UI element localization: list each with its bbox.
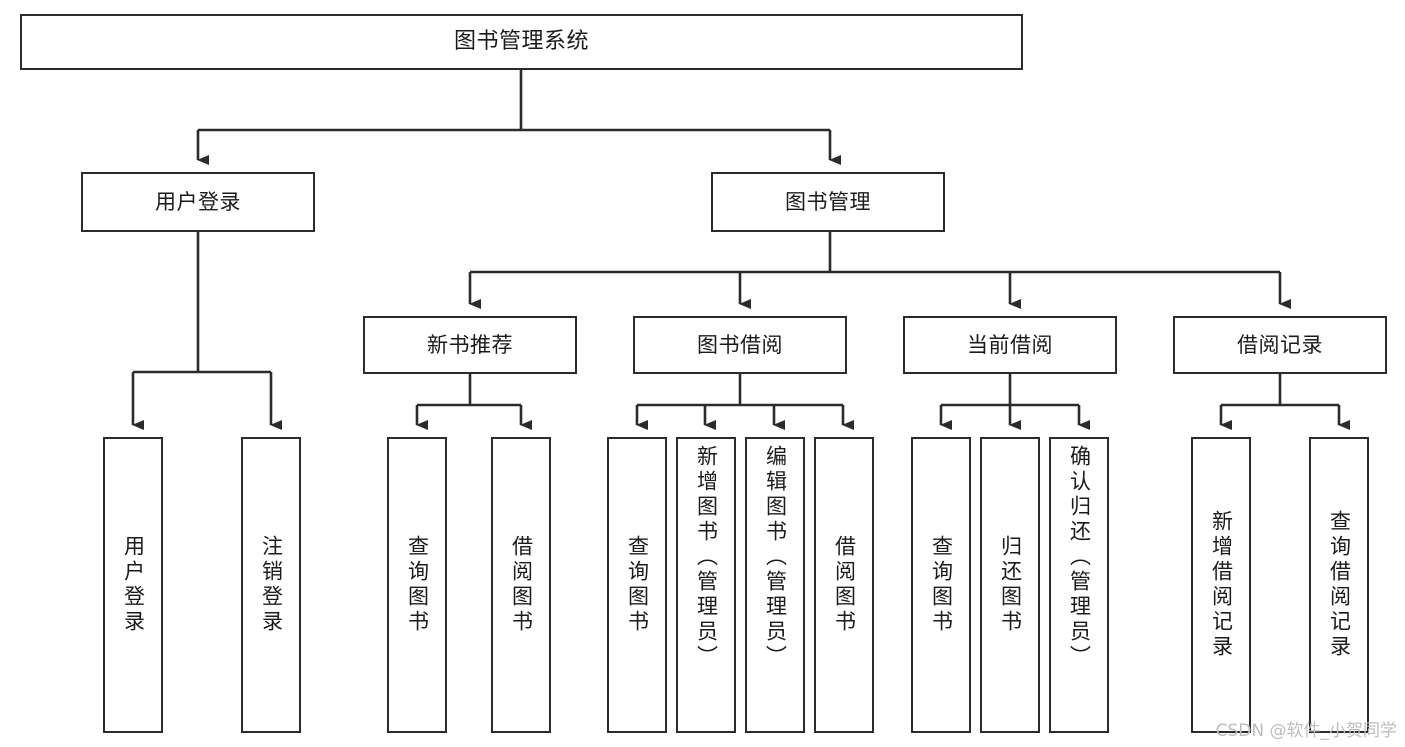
- node-new-book-recommend[interactable]: 新书推荐: [363, 316, 577, 374]
- node-borrow-record-label: 借阅记录: [1237, 332, 1323, 357]
- node-root-label: 图书管理系统: [453, 29, 589, 55]
- leaf-new-book-query[interactable]: 查询图书: [387, 437, 447, 733]
- node-book-borrow-label: 图书借阅: [697, 332, 783, 357]
- leaf-new-book-borrow[interactable]: 借阅图书: [491, 437, 551, 733]
- leaf-book-borrow-borrow[interactable]: 借阅图书: [814, 437, 874, 733]
- leaf-new-book-query-label: 查询图书: [405, 535, 430, 635]
- node-user-login[interactable]: 用户登录: [81, 172, 315, 232]
- leaf-book-borrow-edit-label: 编辑图书（管理员）: [763, 445, 788, 670]
- leaf-user-login-logout-label: 注销登录: [259, 535, 284, 635]
- node-book-management-label: 图书管理: [785, 189, 871, 214]
- leaf-user-login-login-label: 用户登录: [121, 535, 146, 635]
- node-current-borrow[interactable]: 当前借阅: [903, 316, 1117, 374]
- node-book-management[interactable]: 图书管理: [711, 172, 945, 232]
- node-borrow-record[interactable]: 借阅记录: [1173, 316, 1387, 374]
- node-book-borrow[interactable]: 图书借阅: [633, 316, 847, 374]
- leaf-current-borrow-query-label: 查询图书: [929, 535, 954, 635]
- leaf-current-borrow-return-label: 归还图书: [998, 535, 1023, 635]
- leaf-borrow-record-add-label: 新增借阅记录: [1209, 510, 1234, 660]
- leaf-book-borrow-query-label: 查询图书: [625, 535, 650, 635]
- node-current-borrow-label: 当前借阅: [967, 332, 1053, 357]
- leaf-borrow-record-add[interactable]: 新增借阅记录: [1191, 437, 1251, 733]
- node-user-login-label: 用户登录: [155, 189, 241, 214]
- leaf-book-borrow-query[interactable]: 查询图书: [607, 437, 667, 733]
- leaf-current-borrow-query[interactable]: 查询图书: [911, 437, 971, 733]
- leaf-new-book-borrow-label: 借阅图书: [509, 535, 534, 635]
- leaf-user-login-logout[interactable]: 注销登录: [241, 437, 301, 733]
- node-new-book-recommend-label: 新书推荐: [427, 332, 513, 357]
- leaf-book-borrow-borrow-label: 借阅图书: [832, 535, 857, 635]
- leaf-borrow-record-query-label: 查询借阅记录: [1327, 510, 1352, 660]
- leaf-user-login-login[interactable]: 用户登录: [103, 437, 163, 733]
- leaf-book-borrow-edit[interactable]: 编辑图书（管理员）: [745, 437, 805, 733]
- leaf-current-borrow-confirm[interactable]: 确认归还（管理员）: [1049, 437, 1109, 733]
- leaf-book-borrow-add-label: 新增图书（管理员）: [694, 445, 719, 670]
- leaf-book-borrow-add[interactable]: 新增图书（管理员）: [676, 437, 736, 733]
- csdn-watermark: CSDN @软件_小贺同学: [1215, 721, 1397, 741]
- node-root[interactable]: 图书管理系统: [20, 14, 1023, 70]
- leaf-borrow-record-query[interactable]: 查询借阅记录: [1309, 437, 1369, 733]
- leaf-current-borrow-confirm-label: 确认归还（管理员）: [1067, 445, 1092, 670]
- leaf-current-borrow-return[interactable]: 归还图书: [980, 437, 1040, 733]
